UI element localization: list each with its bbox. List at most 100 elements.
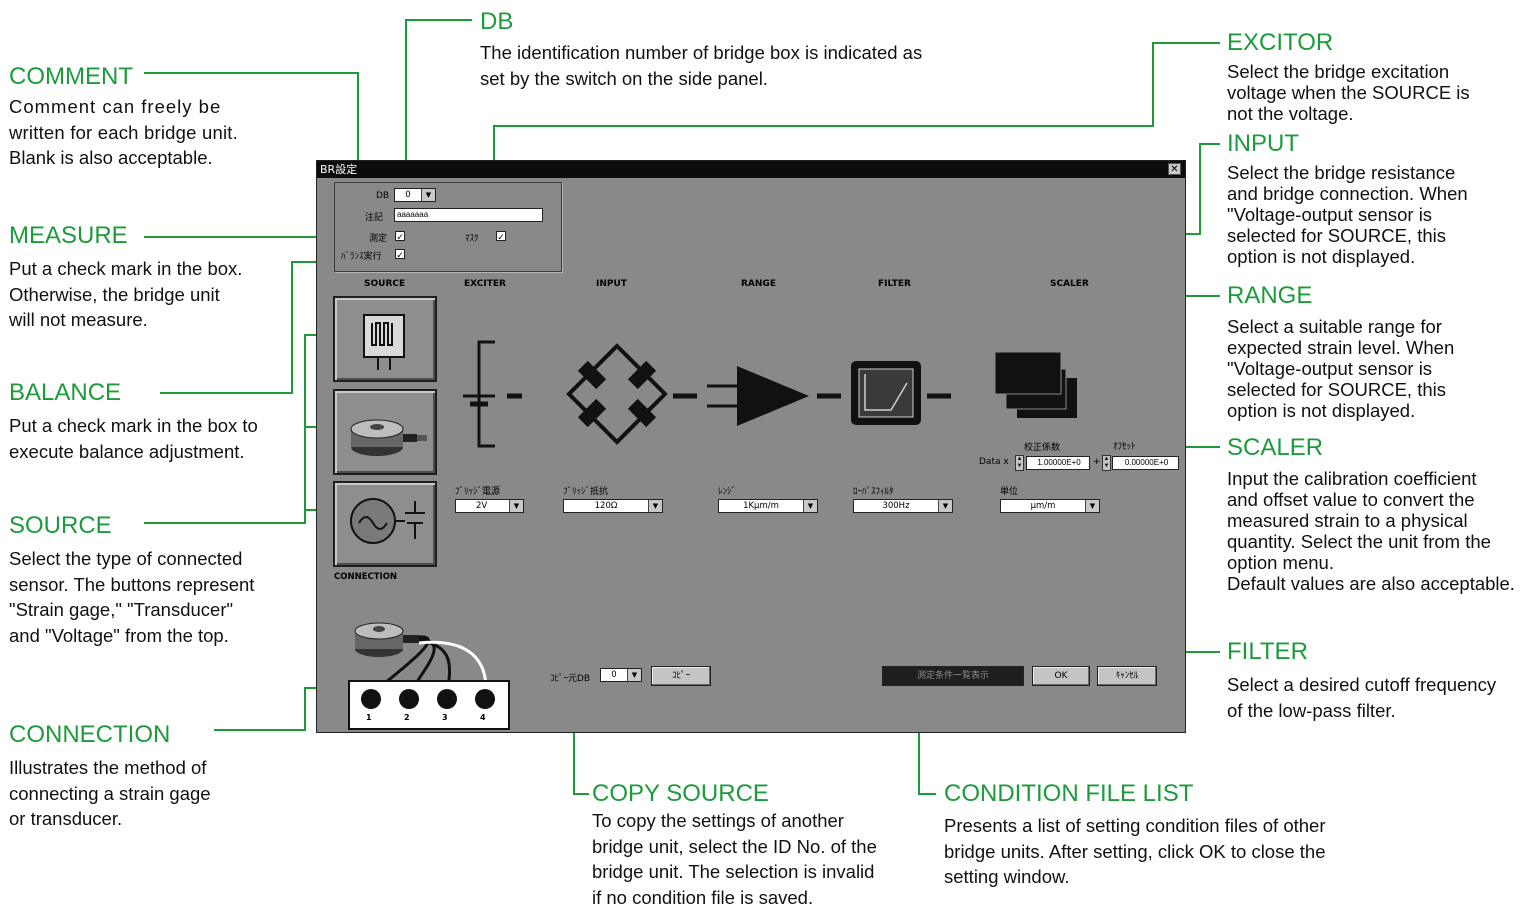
- source-strain-gage-button[interactable]: [333, 296, 437, 382]
- chevron-down-icon: ▼: [938, 500, 952, 512]
- strain-gage-icon: [363, 314, 405, 370]
- annotation-title: SOURCE: [9, 512, 112, 539]
- annotation-measure: MEASURE Put a check mark in the box. Oth…: [9, 222, 242, 333]
- terminal-4-label: 4: [480, 713, 486, 722]
- unit-select[interactable]: μm/m ▼: [1000, 499, 1100, 513]
- terminal-1-label: 1: [366, 713, 372, 722]
- scaler-coef-label: 校正係数: [1024, 443, 1061, 453]
- annotation-text: Select the bridge excitation voltage whe…: [1227, 61, 1470, 124]
- annotation-text: Select a suitable range for expected str…: [1227, 316, 1455, 421]
- header-filter: FILTER: [878, 279, 911, 289]
- annotation-text: Input the calibration coefficient and of…: [1227, 468, 1515, 594]
- condition-file-list-button[interactable]: 測定条件一覧表示: [882, 666, 1024, 686]
- terminal-3-label: 3: [442, 713, 448, 722]
- annotation-title: DB: [480, 8, 514, 35]
- annotation-connection: CONNECTION Illustrates the method of con…: [9, 721, 211, 832]
- annotation-title: MEASURE: [9, 222, 128, 249]
- copy-button[interactable]: ｺﾋﾟｰ: [651, 666, 711, 686]
- general-settings-group: [334, 182, 562, 272]
- header-exciter: EXCITER: [464, 279, 506, 289]
- annotation-text: Put a check mark in the box. Otherwise, …: [9, 258, 243, 330]
- cancel-button[interactable]: ｷｬﾝｾﾙ: [1097, 666, 1157, 686]
- scaler-offset-input[interactable]: 0.00000E+0: [1112, 456, 1179, 470]
- terminal-2-label: 2: [404, 713, 410, 722]
- comment-input[interactable]: aaaaaaa: [394, 208, 543, 222]
- bridge-settings-dialog: BR設定 ✕ DB 0 ▼ 注記 aaaaaaa 測定 ✓ ﾏｽｸ ✓ ﾊﾞﾗﾝ…: [316, 160, 1186, 733]
- filter-icon: [851, 361, 921, 425]
- annotation-condition-file-list: CONDITION FILE LIST Presents a list of s…: [944, 780, 1326, 890]
- amplifier-icon: [707, 366, 809, 426]
- annotation-text: Select the bridge resistance and bridge …: [1227, 162, 1468, 267]
- header-scaler: SCALER: [1050, 279, 1089, 289]
- input-label: ﾌﾞﾘｯｼﾞ抵抗: [563, 487, 609, 497]
- balance-label: ﾊﾞﾗﾝｽ実行: [341, 252, 382, 262]
- annotation-title: BALANCE: [9, 379, 122, 406]
- annotation-input: INPUT Select the bridge resistance and b…: [1227, 130, 1468, 267]
- chevron-down-icon: ▼: [509, 500, 523, 512]
- annotation-title: COMMENT: [9, 63, 133, 90]
- annotation-db: DB The identification number of bridge b…: [480, 8, 922, 91]
- annotation-text: To copy the settings of another bridge u…: [592, 810, 877, 908]
- filter-select[interactable]: 300Hz ▼: [853, 499, 953, 513]
- chevron-down-icon: ▼: [1085, 500, 1099, 512]
- source-transducer-button[interactable]: [333, 389, 437, 475]
- annotation-text: Select the type of connected sensor. The…: [9, 548, 255, 646]
- annotation-text: Put a check mark in the box to execute b…: [9, 415, 258, 462]
- annotation-source: SOURCE Select the type of connected sens…: [9, 512, 254, 648]
- annotation-title: RANGE: [1227, 282, 1313, 309]
- dialog-title-bar: BR設定 ✕: [317, 161, 1185, 178]
- connection-label: CONNECTION: [334, 572, 398, 582]
- scaler-coef-input[interactable]: 1.00000E+0: [1026, 456, 1090, 470]
- annotation-title: INPUT: [1227, 130, 1299, 157]
- filter-label: ﾛｰﾊﾟｽﾌｨﾙﾀ: [853, 487, 894, 497]
- annotation-comment: COMMENT Comment can freely be written fo…: [9, 63, 238, 171]
- chevron-down-icon: ▼: [803, 500, 817, 512]
- annotation-title: COPY SOURCE: [592, 780, 769, 807]
- copy-source-select[interactable]: 0 ▼: [600, 668, 642, 682]
- chevron-down-icon: ▼: [648, 500, 662, 512]
- exciter-select[interactable]: 2V ▼: [455, 499, 524, 513]
- scaler-icon: [994, 351, 1077, 418]
- source-voltage-button[interactable]: [333, 481, 437, 567]
- unit-label: 単位: [1000, 487, 1019, 497]
- header-source: SOURCE: [364, 279, 406, 289]
- scaler-offset-spinner[interactable]: ▲▼: [1102, 455, 1111, 471]
- annotation-filter: FILTER Select a desired cutoff frequency…: [1227, 638, 1496, 723]
- mask-checkbox[interactable]: ✓: [496, 231, 506, 242]
- header-input: INPUT: [596, 279, 627, 289]
- input-select[interactable]: 120Ω ▼: [563, 499, 663, 513]
- copy-source-label: ｺﾋﾟｰ元DB: [550, 674, 591, 684]
- annotation-title: CONNECTION: [9, 721, 171, 748]
- range-label: ﾚﾝｼﾞ: [718, 487, 737, 497]
- leader-db: [405, 19, 472, 182]
- annotation-balance: BALANCE Put a check mark in the box to e…: [9, 379, 258, 464]
- annotation-excitor: EXCITOR Select the bridge excitation vol…: [1227, 29, 1470, 124]
- balance-checkbox[interactable]: ✓: [395, 249, 405, 260]
- db-select[interactable]: 0 ▼: [394, 188, 436, 202]
- chevron-down-icon: ▼: [421, 189, 435, 201]
- annotation-text: The identification number of bridge box …: [480, 42, 923, 89]
- voltage-source-icon: [350, 498, 425, 544]
- comment-label: 注記: [365, 213, 384, 223]
- load-cell-icon: [350, 419, 427, 456]
- bridge-icon: [566, 343, 668, 445]
- measure-checkbox[interactable]: ✓: [395, 231, 405, 242]
- dialog-title: BR設定: [320, 163, 358, 176]
- mask-label: ﾏｽｸ: [465, 234, 479, 244]
- measure-label: 測定: [369, 234, 388, 244]
- annotation-range: RANGE Select a suitable range for expect…: [1227, 282, 1454, 421]
- scaler-coef-spinner[interactable]: ▲▼: [1015, 455, 1024, 471]
- annotation-title: FILTER: [1227, 638, 1308, 665]
- close-button[interactable]: ✕: [1168, 163, 1181, 175]
- annotation-scaler: SCALER Input the calibration coefficient…: [1227, 434, 1515, 594]
- scaler-data-label: Data x: [979, 457, 1009, 467]
- signal-chain-diagram: [463, 340, 1077, 448]
- annotation-text: Illustrates the method of connecting a s…: [9, 757, 211, 829]
- scaler-plus: +: [1093, 457, 1101, 467]
- ok-button[interactable]: OK: [1032, 666, 1090, 686]
- connection-diagram: [348, 622, 510, 730]
- chevron-down-icon: ▼: [627, 669, 641, 681]
- annotation-title: CONDITION FILE LIST: [944, 780, 1194, 807]
- range-select[interactable]: 1Kμm/m ▼: [718, 499, 818, 513]
- annotation-title: SCALER: [1227, 434, 1324, 461]
